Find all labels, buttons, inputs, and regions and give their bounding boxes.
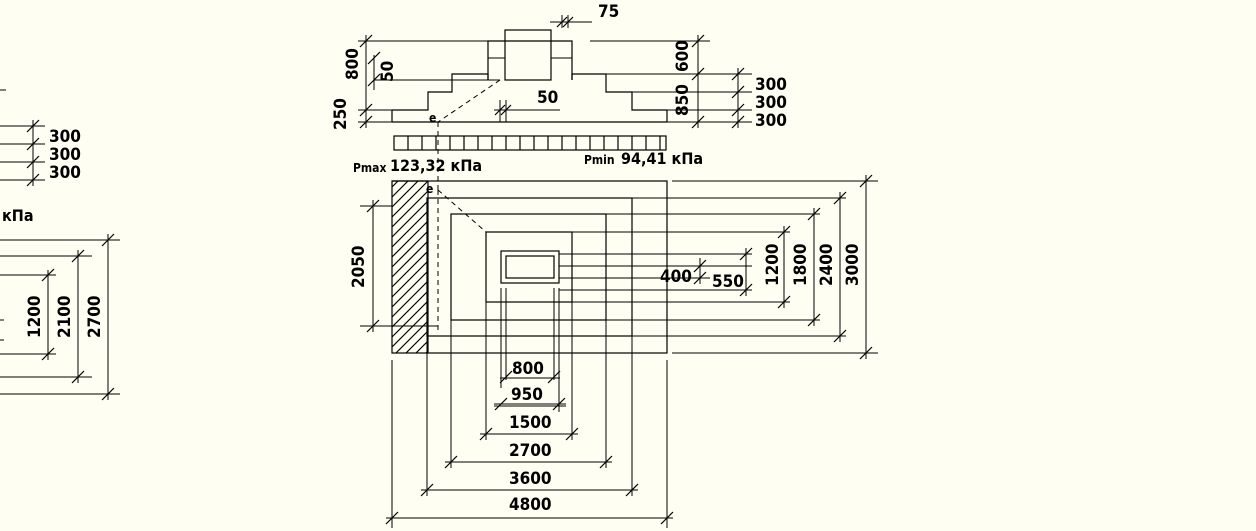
hatch-line [391,190,429,228]
pmax-prefix: Pmax [353,161,386,175]
hatch-line [391,300,429,338]
left-dim-1200: 1200 [25,295,45,338]
hatch-line [391,280,429,318]
section-dim-250: 250 [331,98,351,130]
hatch-line [391,210,429,248]
plan-dim-2050: 2050 [349,245,369,288]
hatch-line [391,260,429,298]
pmin-value: 94,41 кПа [621,149,703,168]
left-step-dim-3: 300 [49,163,81,183]
section-step-dim-1: 300 [755,75,787,95]
left-step-dim-1: 300 [49,127,81,147]
hatch-line [391,230,429,268]
plan-dim-1800: 1800 [791,243,811,286]
left-partial-drawing: 300 300 300 кПа 1200 2100 2700 [0,89,120,401]
plan-dim-3600: 3600 [509,469,552,489]
hatch-line [405,330,429,354]
foundation-section: e 75 800 250 50 50 [331,2,787,195]
section-dim-600: 600 [673,40,693,72]
plan-dim-1200: 1200 [763,243,783,286]
pmin-prefix: Pmin [584,153,615,167]
hatch-line [391,200,429,238]
section-eccentricity: e [429,111,436,125]
section-step-dim-3: 300 [755,111,787,131]
plan-eccentricity: e [426,182,433,196]
section-inner-dim-v: 50 [378,61,398,82]
plan-dim-4800: 4800 [509,495,552,515]
hatch-line [391,220,429,258]
hatch-line [391,290,429,328]
section-top-dim: 75 [598,2,619,22]
hatch-line [391,250,429,288]
hatch-line [391,310,429,348]
plan-dim-2700: 2700 [509,441,552,461]
hatch-line [391,240,429,278]
plan-dim-1500: 1500 [509,413,552,433]
left-dim-2700: 2700 [85,295,105,338]
section-dim-800: 800 [343,48,363,80]
hatch-line [391,180,409,198]
foundation-plan: e 2050 400 550 1200 [349,174,878,528]
hatch-line [415,340,429,354]
hatch-line [391,180,419,208]
plan-dim-950: 950 [511,385,543,405]
left-unit-label: кПа [2,206,34,225]
hatch-line [391,270,429,308]
left-dim-2100: 2100 [55,295,75,338]
plan-dim-550: 550 [712,272,744,292]
section-dim-850: 850 [673,84,693,116]
plan-dim-800: 800 [512,359,544,379]
pmax-value: 123,32 кПа [390,156,482,175]
plan-dim-3000: 3000 [843,243,863,286]
plan-dim-2400: 2400 [817,243,837,286]
left-step-dim-2: 300 [49,145,81,165]
hatch-line [391,180,429,218]
plan-dim-400: 400 [660,267,692,287]
section-step-dim-2: 300 [755,93,787,113]
section-inner-dim-h: 50 [537,88,558,108]
hatch-line [391,180,399,188]
